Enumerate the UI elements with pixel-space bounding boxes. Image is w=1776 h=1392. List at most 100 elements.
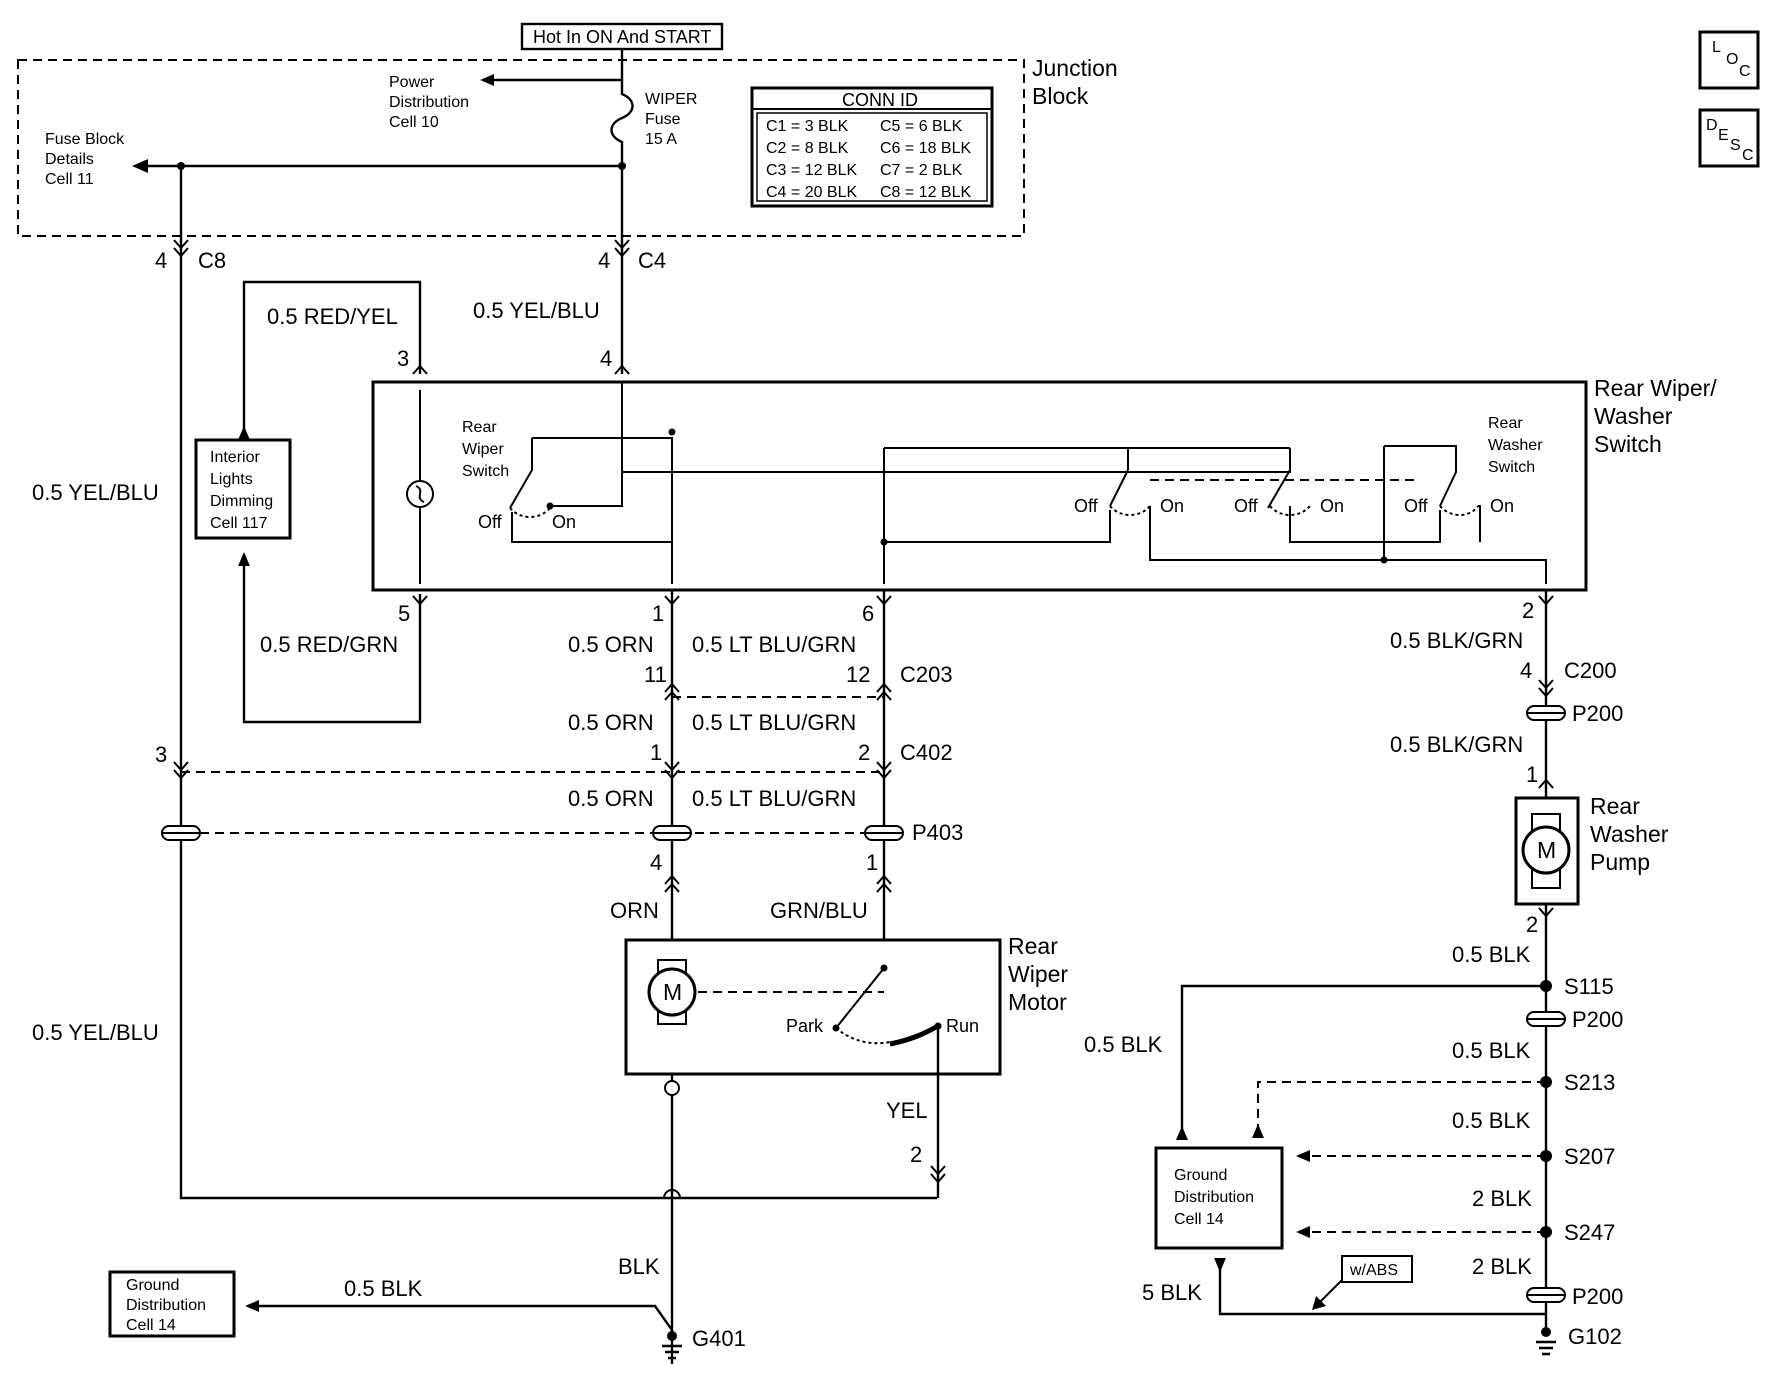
c8-pin: 4: [155, 248, 167, 273]
svg-text:On: On: [552, 512, 576, 532]
interior-lights-box: Interior Lights Dimming Cell 117: [194, 438, 292, 540]
switch-pin-3-arrow: [412, 364, 428, 375]
p200-mid-label: P200: [1572, 1007, 1623, 1032]
switch-pin-4-arrow: [614, 364, 630, 375]
conn-id-table: CONN ID C1 = 3 BLK C5 = 6 BLK C2 = 8 BLK…: [750, 86, 994, 208]
fuse-block-label: Fuse Block Details Cell 11: [45, 131, 125, 188]
svg-text:Distribution: Distribution: [389, 94, 469, 111]
switch-position-labels: Off On Off On Off On Off On: [478, 496, 1514, 532]
svg-text:C: C: [1739, 63, 1751, 80]
p403-right-pin: 1: [866, 850, 878, 875]
svg-text:C4 = 20 BLK: C4 = 20 BLK: [766, 184, 858, 201]
w-abs-label: w/ABS: [1349, 1262, 1398, 1279]
g401-label: G401: [692, 1326, 746, 1351]
red-yel-wire: [242, 280, 422, 430]
fuse-block-arrow: [132, 159, 148, 173]
blk-s115-label: 0.5 BLK: [1084, 1032, 1163, 1057]
c200-pin: 4: [1520, 658, 1532, 683]
blk2-s207-label: 2 BLK: [1472, 1186, 1532, 1211]
svg-text:Off: Off: [478, 512, 503, 532]
junction-block-title: Junction Block: [1032, 55, 1118, 109]
svg-text:Rear: Rear: [462, 419, 497, 436]
red-grn-arrow: [238, 552, 250, 566]
wiper-fuse-label: WIPER Fuse 15 A: [645, 91, 697, 148]
switch-internal-wiring: [406, 382, 1547, 584]
rear-washer-pump-title: Rear Washer Pump: [1590, 793, 1669, 875]
svg-text:Cell 14: Cell 14: [126, 1317, 176, 1334]
blk5-label: 5 BLK: [1142, 1280, 1202, 1305]
svg-text:Cell 11: Cell 11: [45, 171, 94, 188]
desc-button[interactable]: D E S C: [1698, 108, 1760, 168]
p200-bottom-label: P200: [1572, 1284, 1623, 1309]
svg-text:15 A: 15 A: [645, 131, 677, 148]
svg-text:Switch: Switch: [1488, 459, 1535, 476]
pump-out-pin: 2: [1526, 912, 1538, 937]
c203-right-connector: [876, 682, 892, 701]
orn-label-3: 0.5 ORN: [568, 786, 654, 811]
c8-label: C8: [198, 248, 226, 273]
svg-text:L: L: [1712, 39, 1721, 56]
c4-connector: [614, 239, 630, 258]
lt-blu-grn-label-1: 0.5 LT BLU/GRN: [692, 632, 856, 657]
svg-text:Dimming: Dimming: [210, 493, 273, 510]
svg-text:Rear: Rear: [1590, 793, 1640, 819]
blk-grn-label-2: 0.5 BLK/GRN: [1390, 732, 1523, 757]
blk5-arrow: [1214, 1258, 1226, 1272]
switch-pin-1-arrow: [664, 595, 680, 606]
svg-text:M: M: [1537, 837, 1556, 863]
svg-text:Ground: Ground: [126, 1277, 179, 1294]
switch-pin-4: 4: [600, 346, 612, 371]
p403-left-arrow: [664, 874, 680, 893]
motor-yel-connector: [930, 1165, 946, 1184]
c200-label: C200: [1564, 658, 1617, 683]
park-switch-arm: [835, 967, 885, 1029]
rear-washer-pump: M: [1514, 796, 1580, 906]
c402-label: C402: [900, 740, 953, 765]
junction-block-outline: [17, 59, 1025, 237]
yel-label: YEL: [886, 1098, 928, 1123]
switch-pin-6: 6: [862, 601, 874, 626]
svg-text:E: E: [1718, 127, 1729, 144]
yel-blu-left-wire: [179, 166, 937, 1200]
svg-text:C7 = 2 BLK: C7 = 2 BLK: [880, 162, 963, 179]
svg-text:Rear: Rear: [1008, 933, 1058, 959]
blk-pump-label: 0.5 BLK: [1452, 942, 1531, 967]
blk2-s247-label: 2 BLK: [1472, 1254, 1532, 1279]
p403-left-pin: 4: [650, 850, 662, 875]
s213-arrow: [1252, 1124, 1264, 1138]
yel-blu-top-label: 0.5 YEL/BLU: [473, 298, 600, 323]
red-yel-label: 0.5 RED/YEL: [267, 304, 398, 329]
loc-button[interactable]: L O C: [1698, 30, 1760, 90]
svg-text:O: O: [1726, 51, 1738, 68]
s213-dashed-wire: [1257, 1081, 1546, 1130]
hot-in-label: Hot In ON And START: [533, 27, 711, 47]
s207-arrow: [1296, 1150, 1310, 1162]
svg-text:Cell 10: Cell 10: [389, 114, 439, 131]
c4-pin: 4: [598, 248, 610, 273]
c402-right-pin: 2: [858, 740, 870, 765]
svg-text:C3 = 12 BLK: C3 = 12 BLK: [766, 162, 858, 179]
pump-out-arrow: [1538, 907, 1554, 918]
lt-blu-grn-label-2: 0.5 LT BLU/GRN: [692, 710, 856, 735]
switch-pin-5: 5: [398, 601, 410, 626]
red-grn-label: 0.5 RED/GRN: [260, 632, 398, 657]
blk5-wire: [1218, 1266, 1546, 1316]
svg-text:Junction: Junction: [1032, 55, 1118, 81]
power-distribution-arrow: [480, 74, 494, 86]
ground-distribution-box-left: Ground Distribution Cell 14: [108, 1270, 236, 1338]
s213-label: S213: [1564, 1070, 1615, 1095]
c200-connector: [1538, 679, 1554, 698]
svg-text:Lights: Lights: [210, 471, 253, 488]
red-grn-wire: [242, 556, 422, 724]
svg-text:Ground: Ground: [1174, 1167, 1227, 1184]
svg-text:Wiper: Wiper: [462, 441, 504, 458]
svg-text:C2 = 8 BLK: C2 = 8 BLK: [766, 140, 849, 157]
svg-text:D: D: [1706, 117, 1718, 134]
svg-text:C1 = 3 BLK: C1 = 3 BLK: [766, 118, 849, 135]
wiper-motor-symbol: M: [647, 959, 697, 1025]
svg-text:Fuse: Fuse: [645, 111, 681, 128]
rear-wiper-switch-label: Rear Wiper Switch: [462, 419, 509, 480]
svg-text:Off: Off: [1074, 496, 1099, 516]
lt-blu-grn-label-3: 0.5 LT BLU/GRN: [692, 786, 856, 811]
